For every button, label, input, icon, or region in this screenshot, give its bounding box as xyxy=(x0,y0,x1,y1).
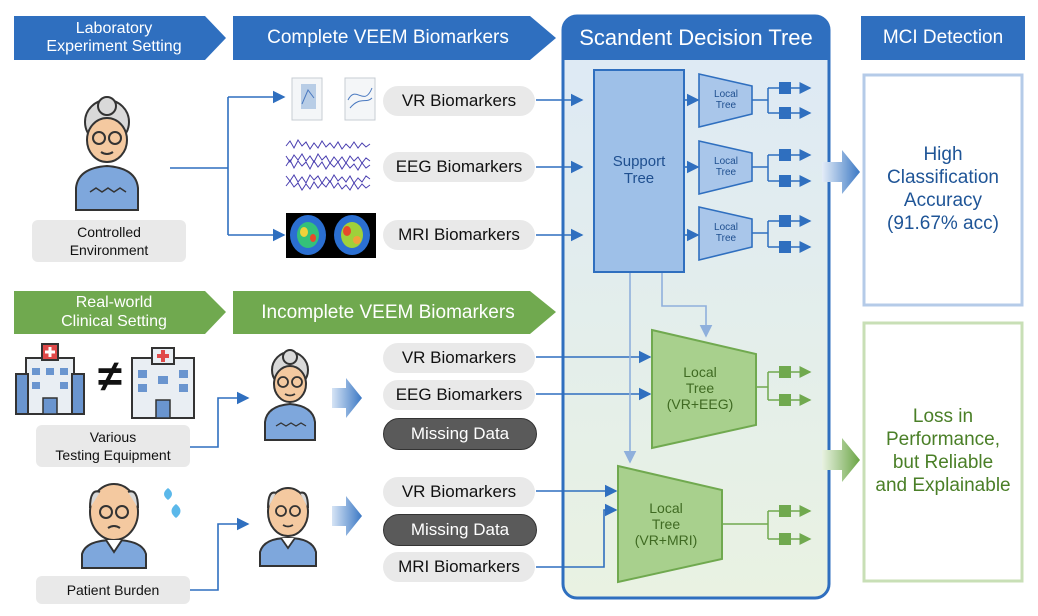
result-loss-performance: Loss in Performance, but Reliable and Ex… xyxy=(875,406,1011,496)
header-sdt: Scandent Decision Tree xyxy=(579,25,813,51)
sweat-drops-icon xyxy=(164,488,181,518)
local-tree-small-3 xyxy=(698,205,753,262)
header-real-shape xyxy=(14,291,226,334)
local-tree-vr-eeg-shape xyxy=(651,328,757,450)
hospital-left-icon xyxy=(15,343,85,415)
pill-missing-mid: Missing Data xyxy=(383,418,537,450)
local-tree-vr-mri-shape xyxy=(617,464,723,584)
header-lab-shape xyxy=(14,16,226,60)
not-equal-sign: ≠ xyxy=(97,351,123,401)
patient-burden-label: Patient Burden xyxy=(36,576,190,604)
header-incomplete-veem: Incomplete VEEM Biomarkers xyxy=(261,301,515,323)
pill-eeg-mid: EEG Biomarkers xyxy=(383,380,535,410)
vr-images-icon xyxy=(291,77,376,121)
result-high-accuracy: High Classification Accuracy (91.67% acc… xyxy=(887,144,999,234)
big-arrow-green xyxy=(822,438,860,482)
elderly-man-sweat-icon xyxy=(81,483,147,569)
local-tree-small-2 xyxy=(698,139,753,196)
hospital-right-icon xyxy=(131,347,195,419)
header-complete-shape xyxy=(233,16,556,60)
mri-scans-icon xyxy=(286,213,376,258)
controlled-environment-label: Controlled Environment xyxy=(32,220,186,262)
local-tree-label-1: Local Tree xyxy=(714,88,738,112)
pill-missing-bot: Missing Data xyxy=(383,514,537,546)
support-tree-label: Support Tree xyxy=(612,152,666,187)
sdt-header-shape xyxy=(563,16,829,60)
header-real-world: Real-world Clinical Setting xyxy=(61,294,167,330)
local-tree-label-2: Local Tree xyxy=(714,155,738,179)
pill-vr-top: VR Biomarkers xyxy=(383,86,535,116)
local-tree-label-3: Local Tree xyxy=(714,221,738,245)
header-incomplete-shape xyxy=(233,291,556,334)
pill-vr-bot: VR Biomarkers xyxy=(383,477,535,507)
local-tree-small-1 xyxy=(698,72,753,129)
mci-header-shape xyxy=(861,16,1025,60)
support-tree-box xyxy=(593,69,685,273)
arrow-to-patient-2 xyxy=(332,496,362,536)
result-high-box xyxy=(862,73,1024,307)
various-equipment-label: Various Testing Equipment xyxy=(36,425,190,467)
result-loss-box xyxy=(862,321,1024,583)
header-lab-setting: Laboratory Experiment Setting xyxy=(46,19,182,55)
arrow-to-patient-1 xyxy=(332,378,362,418)
elderly-man-small-icon xyxy=(259,487,317,567)
local-tree-vr-eeg-label: Local Tree (VR+EEG) xyxy=(666,363,734,413)
big-arrow-blue xyxy=(822,150,860,194)
eeg-waves-icon xyxy=(285,139,371,191)
pill-mri-top: MRI Biomarkers xyxy=(383,220,535,250)
header-complete-veem: Complete VEEM Biomarkers xyxy=(267,27,509,49)
pill-vr-mid: VR Biomarkers xyxy=(383,343,535,373)
pill-eeg-top: EEG Biomarkers xyxy=(383,152,535,182)
elderly-woman-icon xyxy=(75,96,139,211)
header-mci: MCI Detection xyxy=(882,27,1004,49)
local-tree-vr-mri-label: Local Tree (VR+MRI) xyxy=(634,499,698,549)
elderly-woman-small-icon xyxy=(264,349,316,441)
pill-mri-bot: MRI Biomarkers xyxy=(383,552,535,582)
